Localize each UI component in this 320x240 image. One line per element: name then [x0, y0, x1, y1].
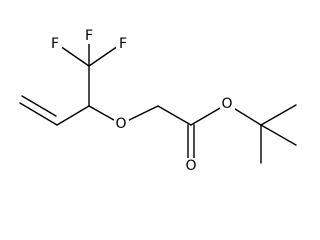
- ester-oxygen-label: O: [221, 96, 232, 112]
- carbonyl-oxygen-label: O: [185, 158, 196, 174]
- bond-ch2-to-carbonyl-c: [157, 105, 192, 126]
- bond-vinyl-double-inner: [21, 95, 57, 117]
- ether-oxygen-label: O: [115, 116, 126, 132]
- bond-vinyl-double-outer: [19, 102, 58, 126]
- fluorine-right-label: F: [119, 36, 127, 52]
- fluorine-top-label: F: [85, 28, 93, 44]
- bond-c-f-left: [56, 43, 90, 67]
- fluorine-left-label: F: [51, 36, 59, 52]
- bond-tbu-methyl-up: [260, 104, 297, 126]
- bond-tbu-methyl-right: [260, 124, 297, 146]
- bonds: [19, 36, 297, 164]
- bond-vinyl-to-ch: [56, 105, 90, 126]
- chemical-structure-diagram: F F F O O O: [19, 28, 297, 174]
- atom-labels: F F F O O O: [48, 28, 235, 174]
- bond-c-f-right: [88, 43, 122, 67]
